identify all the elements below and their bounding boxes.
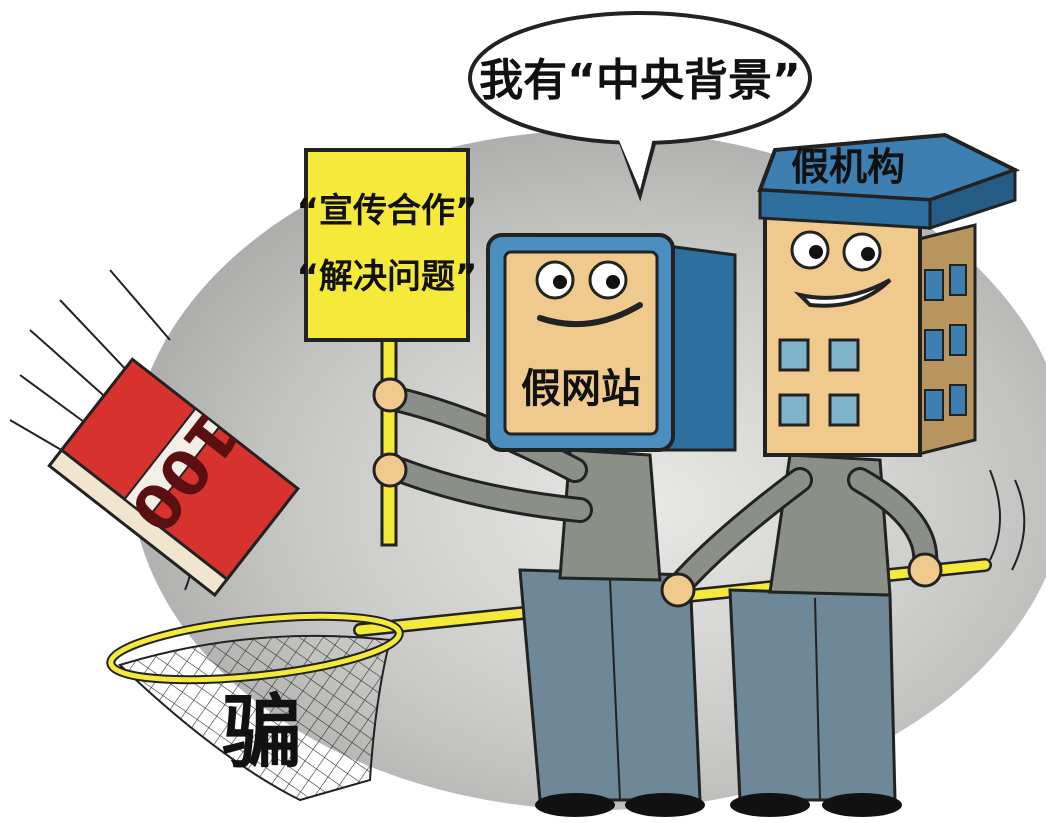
speech-bubble: 我有“中央背景” bbox=[468, 11, 812, 202]
sign-line-1: “宣传合作” bbox=[297, 191, 478, 231]
catch-net: 骗 bbox=[106, 611, 404, 802]
net-label: 骗 bbox=[222, 686, 302, 779]
website-label: 假网站 bbox=[521, 366, 641, 412]
sign-line-2: “解决问题” bbox=[297, 257, 478, 297]
protest-sign: “宣传合作” “解决问题” bbox=[297, 148, 478, 547]
organization-label: 假机构 bbox=[791, 145, 905, 189]
speech-bubble-text: 我有“中央背景” bbox=[479, 55, 801, 106]
money-stack: 100 bbox=[47, 357, 300, 598]
website-character: 假网站 bbox=[372, 233, 737, 817]
organization-character: 假机构 bbox=[660, 132, 1021, 817]
